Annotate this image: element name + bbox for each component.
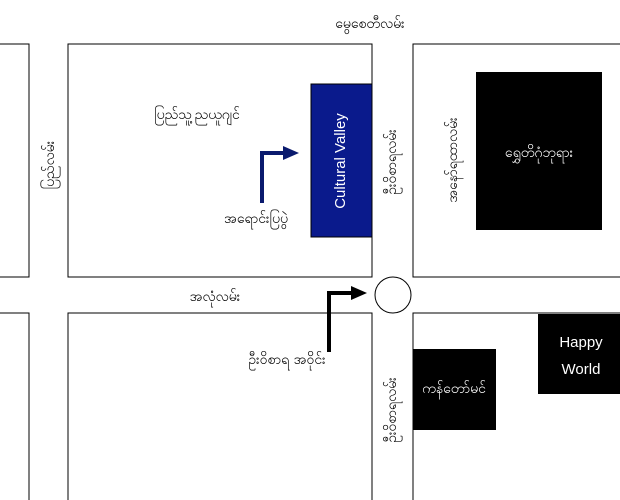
- road-label-top: မွေစေတီလမ်း: [335, 16, 405, 34]
- road-label-right-side-upper: အနော်ရထာလမ်း: [445, 117, 463, 203]
- road-label-middle-horizontal: အလုံလမ်း: [190, 289, 241, 307]
- arrow-line-lower: [327, 291, 353, 352]
- arrow-to-cultural-valley: [260, 146, 299, 203]
- roundabout: [374, 276, 412, 314]
- arrow-line-upper: [260, 151, 285, 203]
- happy-world-label-line1: Happy: [559, 334, 603, 351]
- happy-world-label-line2: World: [562, 361, 601, 378]
- happy-world-building: Happy World: [538, 314, 620, 394]
- arrow-head-upper: [283, 146, 299, 160]
- block-top-left-edge: [0, 43, 30, 278]
- road-label-right-vertical-upper: ဦးဝိစာရလမ်း: [384, 129, 402, 195]
- road-label-right-vertical-lower: ဦးဝိစာရလမ်း: [384, 377, 402, 443]
- shwe-building-label: ရွှေတိဂုံဘုရား: [505, 145, 574, 163]
- uwizara-junction-label: ဦးဝိစာရ အဝိုင်း: [248, 352, 326, 370]
- happy-world-box: [538, 314, 620, 394]
- cultural-valley-label: Cultural Valley: [332, 113, 349, 209]
- kandawmin-box: [413, 349, 496, 430]
- cultural-valley-building: Cultural Valley: [310, 83, 373, 238]
- kandawmin-label: ကန်တော်မင်: [422, 381, 486, 399]
- exhibition-label: အရောင်းပြပွဲ: [224, 210, 288, 229]
- road-label-left-vertical: ပြည်လမ်း: [41, 140, 60, 189]
- shwe-building: ရွှေတိဂုံဘုရား: [476, 72, 602, 230]
- arrow-head-lower: [351, 286, 367, 300]
- block-bottom-left-edge: [0, 312, 30, 500]
- block-bottom-middle: [67, 312, 373, 500]
- shwe-building-box: [476, 72, 602, 230]
- museum-area-label: ပြည်သူ့ညယူဂျင်: [154, 106, 240, 125]
- cultural-valley-box: [310, 83, 373, 238]
- kandawmin-building: ကန်တော်မင်: [413, 349, 496, 430]
- arrow-to-roundabout: [327, 286, 367, 352]
